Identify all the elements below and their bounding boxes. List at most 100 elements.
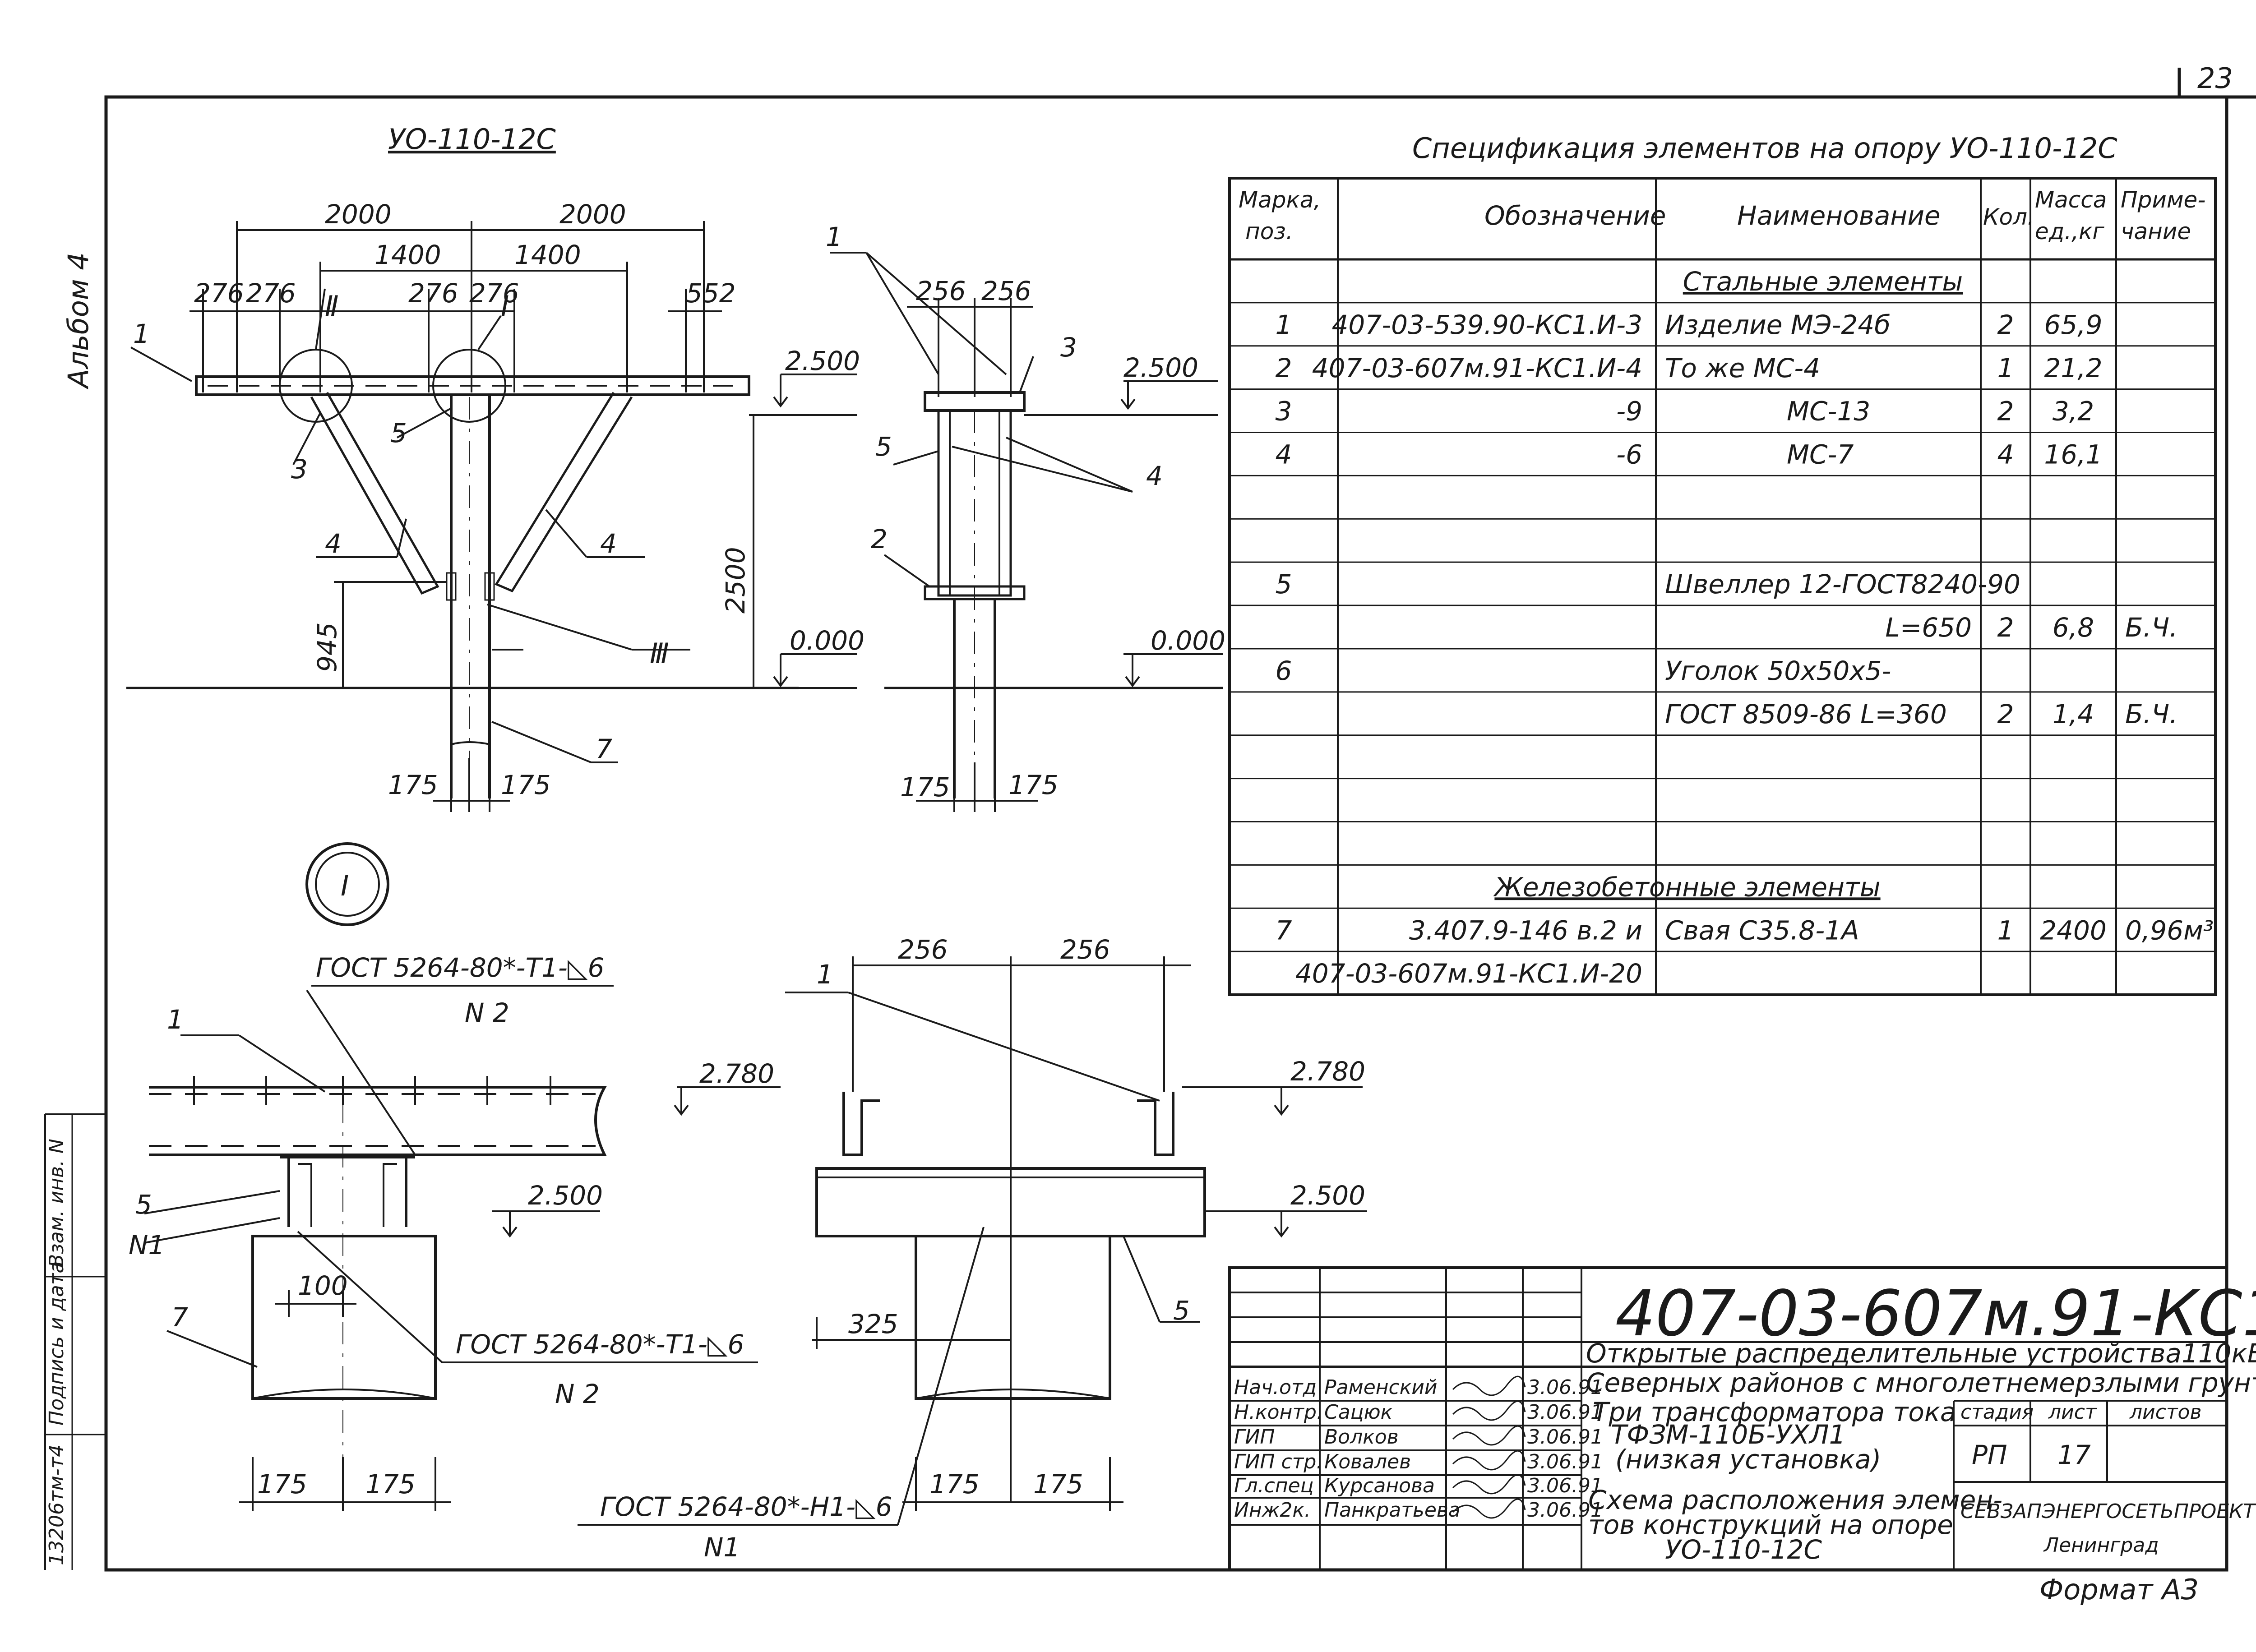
detail-pos-N1: N1: [129, 1230, 165, 1260]
spec-cell-mass: 65,9: [2044, 309, 2102, 340]
main-view: УО-110-12С: [126, 123, 864, 812]
sheet-value: 17: [2057, 1440, 2091, 1470]
callout-II: Ⅱ: [325, 290, 339, 323]
spec-cell-name: L=650: [1885, 612, 1972, 643]
detail-pos-7: 7: [171, 1302, 188, 1333]
dim-2000-right: 2000: [559, 199, 626, 230]
spec-cell-mass: 6,8: [2053, 612, 2094, 643]
side-pos-5: 5: [875, 431, 892, 462]
spec-row: 407-03-607м.91-КС1.И-20: [1295, 958, 1642, 989]
detail-right: 256 256 1 5 2.780 2.500 325 ГОСТ 5264-80…: [578, 934, 1367, 1563]
dim-1400-right: 1400: [514, 240, 581, 270]
spec-cell-note: 0,96м³: [2125, 915, 2214, 946]
detail-pos-5: 5: [135, 1189, 152, 1220]
level-0000: 0.000: [790, 625, 864, 656]
dim-2000-left: 2000: [325, 199, 392, 230]
side-pos-4: 4: [1146, 461, 1163, 491]
spec-cell-designation: -9: [1616, 396, 1642, 427]
side-pos-1: 1: [826, 221, 842, 252]
dim-2500-vertical: 2500: [720, 547, 751, 614]
title-drawing-3: УО-110-12С: [1665, 1534, 1822, 1565]
weld-note-top-sub: N 2: [465, 997, 509, 1028]
signature-mark: [1452, 1474, 1526, 1495]
detail-left: I ГОСТ 5264-80*-Т1-◺6 N 2 1 5 N1 7 2.780…: [129, 842, 781, 1511]
detail-right-pos-5: 5: [1173, 1295, 1190, 1326]
detail-dim-175-left: 175: [257, 1469, 307, 1500]
spec-cell-note: Б.Ч.: [2125, 699, 2177, 729]
org-name: СЕВЗАПЭНЕРГОСЕТЬПРОЕКТ: [1960, 1500, 2256, 1523]
dim-276-2: 276: [246, 278, 296, 309]
approval-name: Раменский: [1324, 1376, 1438, 1399]
spec-cell-designation: 3.407.9-146 в.2 и: [1409, 915, 1642, 946]
spec-cell-name: Швеллер 12-ГОСТ8240-90: [1665, 569, 2020, 600]
approval-role: Нач.отд: [1234, 1376, 1317, 1399]
detail-dim-175-right: 175: [365, 1469, 416, 1500]
detail-level-2780: 2.780: [699, 1058, 774, 1089]
side-pos-2: 2: [871, 524, 888, 554]
title-drawing-1: Схема расположения элемен-: [1588, 1485, 2002, 1515]
dim-945-vertical: 945: [312, 622, 342, 672]
spec-cell-mass: 21,2: [2044, 353, 2102, 383]
approval-role: ГИП: [1234, 1426, 1275, 1449]
spec-cell-mass: 16,1: [2044, 439, 2102, 470]
spec-cell-name: Стальные элементы: [1683, 266, 1963, 297]
dim-175-left: 175: [388, 770, 438, 800]
dim-276-1: 276: [194, 278, 244, 309]
detail-right-level-2780: 2.780: [1290, 1056, 1365, 1087]
pos-4-left: 4: [325, 528, 342, 559]
spec-cell-qty: 2: [1997, 309, 2014, 340]
side-level-2500: 2.500: [1123, 352, 1198, 383]
side-dim-256-right: 256: [981, 276, 1031, 306]
side-level-0000: 0.000: [1151, 625, 1225, 656]
pos-1: 1: [133, 318, 150, 349]
approval-date: 3.06.91: [1527, 1426, 1603, 1449]
stamp-signature: Подпись и дата: [45, 1261, 68, 1426]
weld-note-right-sub: N1: [704, 1532, 740, 1563]
spec-header-mark: Марка,: [1239, 187, 1321, 213]
spec-header-mass: Масса: [2035, 187, 2107, 213]
spec-cell-designation: -6: [1616, 439, 1642, 470]
spec-cell-mark: 2: [1276, 353, 1292, 383]
approval-role: Гл.спец: [1234, 1474, 1314, 1497]
album-label: Альбом 4: [62, 252, 95, 390]
spec-header-mark-2: поз.: [1245, 218, 1293, 245]
signature-mark: [1452, 1450, 1526, 1471]
detail-right-dim-256-right: 256: [1060, 934, 1110, 965]
weld-note-right: ГОСТ 5264-80*-Н1-◺6: [600, 1491, 892, 1522]
spec-header-note: Приме-: [2121, 187, 2205, 213]
spec-cell-mark: 5: [1276, 569, 1292, 600]
spec-cell-name: То же МС-4: [1665, 353, 1820, 383]
spec-cell-mark: 4: [1276, 439, 1292, 470]
spec-cell-name: МС-7: [1787, 439, 1854, 470]
side-view: 256 256 1 3 5 4 2 2.500 0.000 175 175: [826, 221, 1225, 812]
spec-table: Спецификация элементов на опору УО-110-1…: [1228, 132, 2217, 996]
spec-cell-note: Б.Ч.: [2125, 612, 2177, 643]
signature-mark: [1452, 1400, 1526, 1421]
sheet-frame: [44, 68, 2256, 1572]
dim-175-right: 175: [501, 770, 551, 800]
detail-right-pos-1: 1: [817, 959, 833, 990]
callout-I: Ⅰ: [501, 290, 509, 323]
title-subject-2: ТФЗМ-110Б-УХЛ1: [1611, 1419, 1846, 1450]
approval-name: Волков: [1324, 1426, 1399, 1449]
spec-row: Железобетонные элементы: [1493, 872, 1880, 902]
approval-date: 3.06.91: [1527, 1499, 1603, 1522]
stamp-inv-number: 13206тм-т4: [45, 1444, 68, 1565]
detail-right-dim-175-left: 175: [929, 1469, 980, 1500]
sheet-header: лист: [2048, 1401, 2097, 1424]
approval-role: ГИП стр.: [1234, 1450, 1322, 1473]
format-label: Формат А3: [2039, 1573, 2199, 1606]
title-code: 407-03-607м.91-КС1: [1615, 1277, 2256, 1351]
spec-row: Стальные элементы: [1683, 266, 1963, 297]
level-2500: 2.500: [785, 346, 860, 376]
spec-cell-name: Свая С35.8-1А: [1665, 915, 1859, 946]
spec-row: 5 Швеллер 12-ГОСТ8240-90: [1276, 569, 2020, 600]
approval-date: 3.06.91: [1527, 1450, 1603, 1473]
spec-cell-name: МС-13: [1787, 396, 1870, 427]
